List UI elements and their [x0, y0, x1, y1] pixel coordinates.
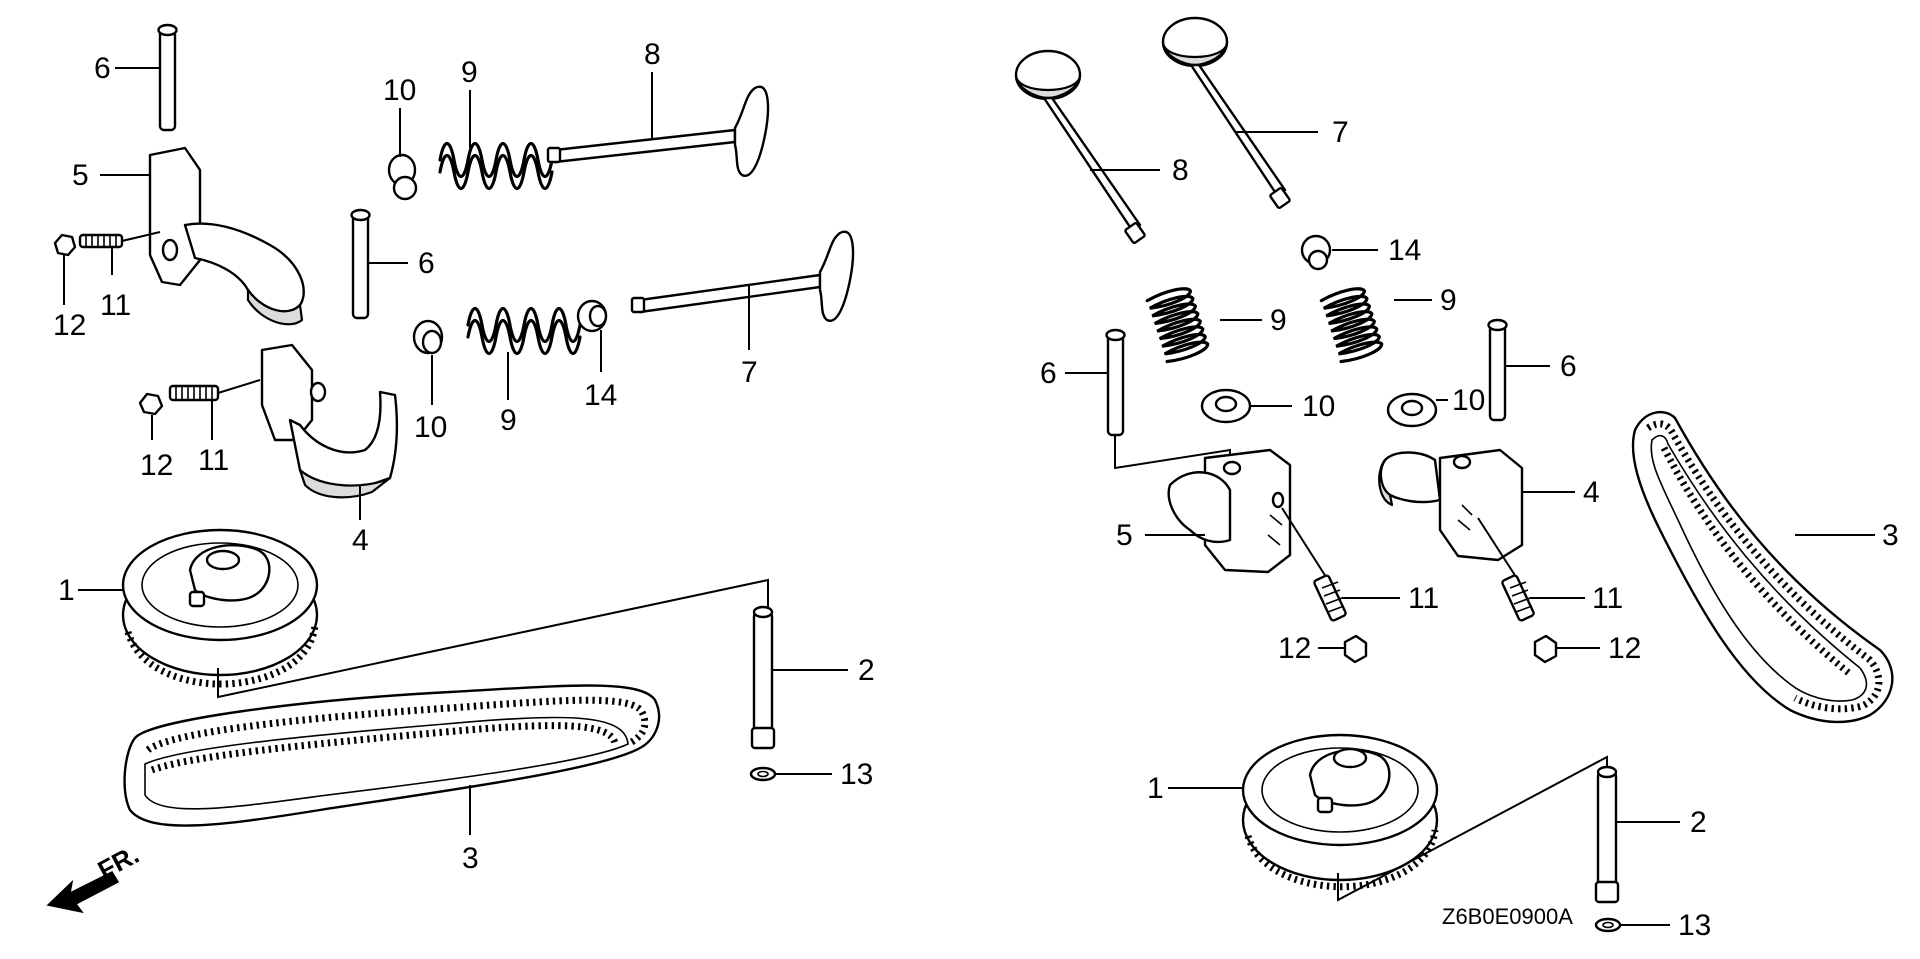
spring-retainer-10b: 10	[412, 319, 447, 444]
rocker-shaft-6-right-b: 6	[1487, 318, 1577, 422]
valve-spring-9-right-a: 9	[1145, 287, 1287, 364]
adjust-screw-right-a: 11 12	[1278, 507, 1439, 665]
adjust-screw-middle: 12 11	[138, 379, 261, 482]
camshaft-2b: 2	[1594, 765, 1707, 904]
timing-belt-3a: 3	[123, 684, 661, 875]
valve-8-right: 8	[1014, 49, 1189, 244]
callout-r-14: 14	[1388, 234, 1421, 267]
callout-r-12a: 12	[1278, 632, 1311, 665]
valve-7-right: 7	[1161, 16, 1349, 209]
callout-l-8: 8	[644, 38, 661, 71]
valve-spring-9b: 9	[466, 306, 582, 437]
adjust-screw-right-b: 11 12	[1477, 517, 1641, 665]
callout-r-3: 3	[1882, 519, 1899, 552]
rocker-shaft-6a: 6	[94, 23, 178, 132]
drawing-code: Z6B0E0900A	[1442, 904, 1573, 929]
callout-r-13: 13	[1678, 909, 1711, 942]
callout-r-10a: 10	[1302, 390, 1335, 423]
callout-r-6b: 6	[1560, 350, 1577, 383]
callout-r-10b: 10	[1452, 384, 1485, 417]
valve-7: 7	[630, 230, 855, 389]
camshaft-2a: 2	[750, 605, 875, 750]
washer-13a: 13	[749, 758, 873, 791]
timing-belt-3b: 3	[1631, 410, 1899, 724]
callout-r-9b: 9	[1440, 284, 1457, 317]
valve-spring-9a: 9	[438, 56, 554, 191]
spring-retainer-10a: 10	[383, 74, 418, 201]
callout-l-10b: 10	[414, 411, 447, 444]
right-assembly: 8 7 14 9 9	[1014, 16, 1899, 942]
callout-r-8: 8	[1172, 154, 1189, 187]
callout-l-2: 2	[858, 654, 875, 687]
callout-l-9b: 9	[500, 404, 517, 437]
valve-8: 8	[546, 38, 770, 177]
callout-l-12b: 12	[140, 449, 173, 482]
callout-l-11a: 11	[100, 289, 131, 322]
rocker-arm-5: 5	[72, 146, 305, 326]
callout-l-3: 3	[462, 842, 479, 875]
callout-r-4: 4	[1583, 476, 1600, 509]
callout-l-10a: 10	[383, 74, 416, 107]
adjust-screw-top: 12 11	[53, 231, 161, 342]
callout-l-9a: 9	[461, 56, 478, 89]
callout-r-2: 2	[1690, 806, 1707, 839]
callout-l-12a: 12	[53, 309, 86, 342]
callout-r-5: 5	[1116, 519, 1133, 552]
rocker-shaft-6b: 6	[350, 208, 435, 320]
callout-l-5: 5	[72, 159, 89, 192]
callout-r-11a: 11	[1408, 582, 1439, 615]
callout-l-14: 14	[584, 379, 617, 412]
bracket-line-left	[217, 578, 769, 699]
valve-spring-9-right-b: 9	[1319, 284, 1457, 364]
callout-r-6a: 6	[1040, 357, 1057, 390]
callout-r-9a: 9	[1270, 304, 1287, 337]
callout-l-13: 13	[840, 758, 873, 791]
stem-seal-14: 14	[576, 299, 617, 412]
cam-pulley-1a: 1	[58, 528, 319, 688]
callout-l-1: 1	[58, 574, 75, 607]
stem-seal-14-right: 14	[1300, 234, 1421, 271]
front-arrow: FR.	[46, 839, 144, 914]
washer-13b: 13	[1594, 909, 1711, 942]
rocker-shaft-6-right-a: 6	[1040, 328, 1126, 437]
callout-l-7: 7	[741, 356, 758, 389]
rocker-arm-4: 4	[260, 343, 399, 557]
rocker-arm-4-right: 4	[1378, 448, 1600, 562]
rocker-arm-5-right: 5	[1116, 448, 1292, 574]
callout-l-4: 4	[352, 524, 369, 557]
callout-l-11b: 11	[198, 444, 229, 477]
callout-r-7: 7	[1332, 116, 1349, 149]
callout-r-12b: 12	[1608, 632, 1641, 665]
callout-l-6a: 6	[94, 52, 111, 85]
spring-retainer-10-right-a: 10	[1200, 388, 1335, 424]
left-assembly: 6 5 12 11 10	[46, 23, 875, 914]
callout-l-6b: 6	[418, 247, 435, 280]
bracket-line-right-bottom	[1337, 755, 1608, 902]
spring-retainer-10-right-b: 10	[1386, 384, 1485, 428]
callout-r-1: 1	[1147, 772, 1164, 805]
cam-pulley-1b: 1	[1147, 733, 1439, 891]
callout-r-11b: 11	[1592, 582, 1623, 615]
